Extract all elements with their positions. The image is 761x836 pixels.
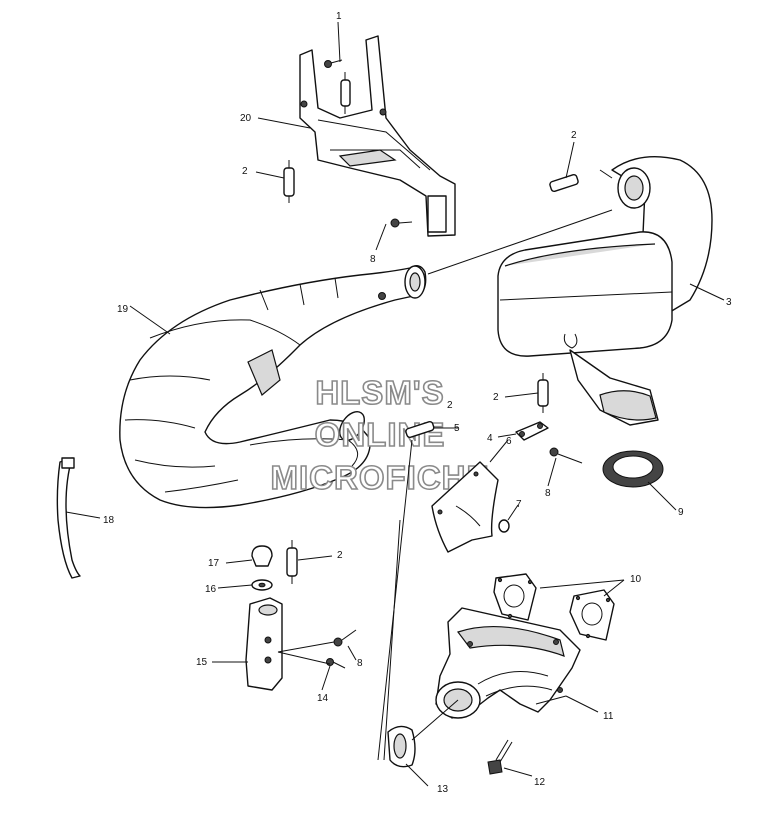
callout-11: 11 (603, 711, 614, 722)
callout-7: 7 (516, 499, 522, 510)
callout-1: 1 (336, 11, 342, 22)
knob-part-17 (251, 545, 273, 567)
callout-15: 15 (196, 657, 208, 668)
mount-bracket-lower (245, 597, 283, 691)
callout-20: 20 (240, 113, 252, 124)
callout-2-upper-right: 2 (571, 130, 577, 141)
spring-part-2-right (537, 373, 549, 413)
watermark-line-2: ONLINE (315, 416, 446, 453)
callout-2-upper-left: 2 (242, 166, 248, 177)
callout-17: 17 (208, 558, 220, 569)
callout-18: 18 (103, 515, 115, 526)
strap (56, 457, 81, 579)
heat-shield (431, 461, 499, 553)
callout-14: 14 (317, 693, 329, 704)
callout-8-upper: 8 (370, 254, 376, 265)
watermark-line-1: HLSM'S (315, 374, 444, 411)
gasket-ring (602, 450, 664, 488)
alignment-line-center-2 (383, 519, 401, 761)
exhaust-manifold (435, 607, 581, 719)
callout-9: 9 (678, 507, 684, 518)
expansion-chamber-pipe (119, 265, 427, 509)
watermark-line-3: MICROFICHE (271, 459, 490, 496)
bolt-part-8-right (549, 447, 583, 464)
washer-part-7 (498, 519, 510, 533)
leader-lines (65, 21, 725, 787)
callout-3: 3 (726, 297, 732, 308)
callout-8-lower: 8 (357, 658, 363, 669)
callout-labels: 1 2 2 20 8 3 19 2 2 4 5 6 8 7 9 18 17 2 … (103, 11, 732, 795)
callout-8-right: 8 (545, 488, 551, 499)
callout-10: 10 (630, 574, 642, 585)
callout-4: 4 (487, 433, 493, 444)
spring-part-2-upper-left (283, 160, 295, 203)
bolt-part-8-lower (333, 629, 357, 647)
callout-2-lower: 2 (337, 550, 343, 561)
bolt-part-14 (326, 658, 346, 669)
callout-12: 12 (534, 777, 546, 788)
spring-part-2-upper-right (549, 173, 579, 193)
alignment-line-manifold (411, 699, 459, 741)
spring-part-2-center (405, 420, 435, 439)
flange-gasket-right (569, 589, 615, 641)
mounting-plate (515, 421, 549, 441)
bolt-part-12 (487, 739, 513, 775)
washer-part-16 (251, 579, 273, 591)
callout-5: 5 (454, 423, 460, 434)
callout-2-center: 2 (447, 400, 453, 411)
seal-ring (387, 725, 416, 768)
callout-19: 19 (117, 304, 129, 315)
spring-part-2-lower (286, 540, 298, 584)
bolt-part-8-upper (390, 218, 413, 228)
watermark: HLSM'S ONLINE MICROFICHE (270, 373, 490, 497)
spring-part-1 (340, 72, 351, 114)
bolt-upper (324, 59, 343, 68)
callout-6: 6 (506, 436, 512, 447)
callout-2-right: 2 (493, 392, 499, 403)
callout-16: 16 (205, 584, 217, 595)
mounting-bracket (299, 35, 456, 237)
callout-13: 13 (437, 784, 449, 795)
alignment-line-pipe-silencer (427, 209, 613, 275)
flange-gasket-left (493, 573, 537, 621)
silencer (497, 155, 713, 426)
